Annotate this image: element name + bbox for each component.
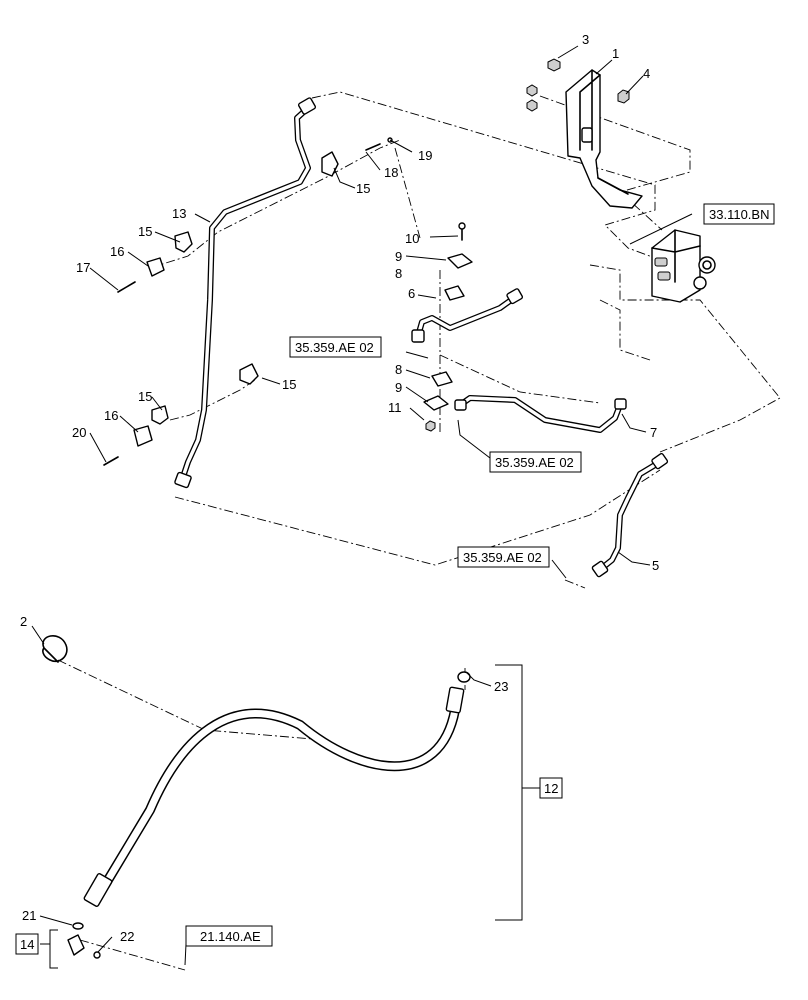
callout-16: 16 xyxy=(104,408,118,423)
callout-6: 6 xyxy=(408,286,415,301)
assembly-bracket-12 xyxy=(495,664,540,921)
callout-16: 16 xyxy=(110,244,124,259)
tube-5 xyxy=(591,452,669,578)
clip-part xyxy=(151,151,339,425)
callout-13: 13 xyxy=(172,206,186,221)
callout-15: 15 xyxy=(282,377,296,392)
callout-4: 4 xyxy=(643,66,650,81)
callout-8: 8 xyxy=(395,266,402,281)
ref-box-35-359-ae-02-b: 35.359.AE 02 xyxy=(489,451,582,473)
callout-21: 21 xyxy=(22,908,36,923)
callout-15: 15 xyxy=(356,181,370,196)
callout-numbers: 3 1 4 19 18 15 13 15 16 17 10 9 8 6 8 9 … xyxy=(20,32,659,944)
callout-box-12: 12 xyxy=(539,777,563,799)
ref-21-140-ae-text: 21.140.AE xyxy=(200,929,261,944)
callout-19: 19 xyxy=(418,148,432,163)
callout-10: 10 xyxy=(405,231,419,246)
callout-12: 12 xyxy=(544,781,558,796)
callout-18: 18 xyxy=(384,165,398,180)
callout-9: 9 xyxy=(395,380,402,395)
callout-2: 2 xyxy=(20,614,27,629)
plate-part xyxy=(423,222,473,432)
ref-35-359-ae-02-text: 35.359.AE 02 xyxy=(295,340,374,355)
hose-clamp xyxy=(42,635,68,663)
callout-15: 15 xyxy=(138,389,152,404)
callout-5: 5 xyxy=(652,558,659,573)
callout-11: 11 xyxy=(388,400,402,415)
bolt-part xyxy=(526,58,561,112)
assembly-bracket-14 xyxy=(40,929,58,969)
callout-17: 17 xyxy=(76,260,90,275)
screw-part xyxy=(103,137,393,466)
ref-35-359-ae-02-text: 35.359.AE 02 xyxy=(463,550,542,565)
callout-22: 22 xyxy=(120,929,134,944)
callout-14: 14 xyxy=(20,937,34,952)
callout-15: 15 xyxy=(138,224,152,239)
callout-box-14: 14 xyxy=(15,933,39,955)
tube-7 xyxy=(454,395,627,433)
callout-20: 20 xyxy=(72,425,86,440)
callout-3: 3 xyxy=(582,32,589,47)
callout-7: 7 xyxy=(650,425,657,440)
ref-box-21-140-ae: 21.140.AE xyxy=(185,925,273,947)
tube-6 xyxy=(411,288,524,343)
clamp-part xyxy=(133,257,165,447)
ref-box-35-359-ae-02-c: 35.359.AE 02 xyxy=(457,546,550,568)
callout-1: 1 xyxy=(612,46,619,61)
bracket-part xyxy=(565,69,643,209)
hose-12 xyxy=(67,671,471,959)
ref-35-359-ae-02-text: 35.359.AE 02 xyxy=(495,455,574,470)
callout-23: 23 xyxy=(494,679,508,694)
callout-8: 8 xyxy=(395,362,402,377)
ref-box-35-359-ae-02-a: 35.359.AE 02 xyxy=(289,336,382,358)
leader-lines xyxy=(31,45,693,966)
callout-9: 9 xyxy=(395,249,402,264)
ref-33-110-bn-text: 33.110.BN xyxy=(709,207,769,222)
tube-13 xyxy=(174,97,317,489)
ref-box-33-110-bn: 33.110.BN xyxy=(703,203,775,225)
valve-block xyxy=(651,229,716,303)
